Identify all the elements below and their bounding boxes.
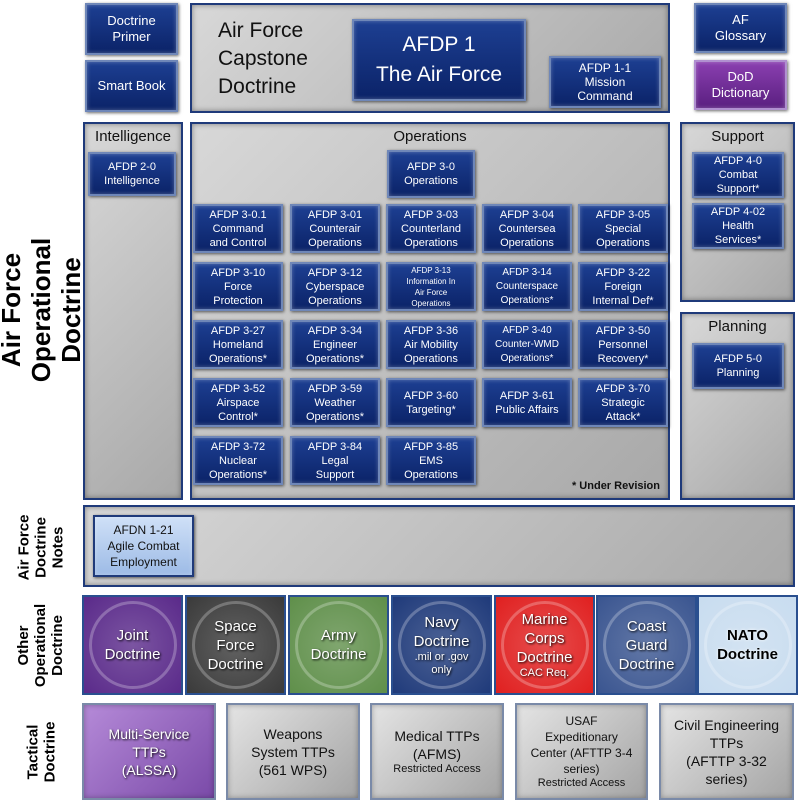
ops-doctrine-button[interactable]: AFDP 3-22 Foreign Internal Def* xyxy=(578,262,668,311)
tile-label: USAF Expeditionary Center (AFTTP 3-4 ser… xyxy=(530,714,633,776)
other-doctrine-tile[interactable]: Army Doctrine xyxy=(288,595,389,695)
tactical-tile[interactable]: Civil Engineering TTPs (AFTTP 3-32 serie… xyxy=(659,703,794,800)
ops-doctrine-button[interactable]: AFDP 3-34 Engineer Operations* xyxy=(290,320,380,369)
ops-doctrine-button[interactable]: AFDP 3-01 Counterair Operations xyxy=(290,204,380,253)
ops-doctrine-button[interactable]: AFDP 3-52 Airspace Control* xyxy=(193,378,283,427)
ops-doctrine-button[interactable]: AFDP 3-59 Weather Operations* xyxy=(290,378,380,427)
afdp-1-button[interactable]: AFDP 1 The Air Force xyxy=(352,19,526,101)
doctrine-primer-button[interactable]: Doctrine Primer xyxy=(85,3,178,55)
tile-sublabel: .mil or .gov only xyxy=(414,651,469,676)
af-glossary-button[interactable]: AF Glossary xyxy=(694,3,787,53)
seal-icon xyxy=(603,601,691,689)
tactical-tile[interactable]: Multi-Service TTPs (ALSSA) xyxy=(82,703,216,800)
afdp-5-0-button[interactable]: AFDP 5-0 Planning xyxy=(692,343,784,389)
dod-dictionary-button[interactable]: DoD Dictionary xyxy=(694,60,787,110)
ops-doctrine-button[interactable]: AFDP 3-60 Targeting* xyxy=(386,378,476,427)
tile-label: Weapons System TTPs (561 WPS) xyxy=(251,725,335,778)
other-doctrine-tile[interactable]: NATO Doctrine xyxy=(697,595,798,695)
other-doctrine-tile[interactable]: Coast Guard Doctrine xyxy=(596,595,697,695)
tile-label: Marine Corps Doctrine xyxy=(516,611,573,666)
planning-title: Planning xyxy=(708,318,767,335)
smart-book-button[interactable]: Smart Book xyxy=(85,60,178,112)
operations-title: Operations xyxy=(393,128,467,145)
tile-sublabel: CAC Req. xyxy=(519,667,570,679)
tactical-tile[interactable]: Medical TTPs (AFMS)Restricted Access xyxy=(370,703,504,800)
ops-doctrine-button[interactable]: AFDP 3-05 Special Operations xyxy=(578,204,668,253)
tile-label: Civil Engineering TTPs (AFTTP 3-32 serie… xyxy=(673,716,780,787)
tile-label: Army Doctrine xyxy=(310,627,367,663)
tactical-tile[interactable]: USAF Expeditionary Center (AFTTP 3-4 ser… xyxy=(515,703,648,800)
ops-doctrine-button[interactable]: AFDP 3-61 Public Affairs xyxy=(482,378,572,427)
afdp-4-0-button[interactable]: AFDP 4-0 Combat Support* xyxy=(692,152,784,198)
ops-doctrine-button[interactable]: AFDP 3-14 Counterspace Operations* xyxy=(482,262,572,311)
tile-label: Multi-Service TTPs (ALSSA) xyxy=(108,725,190,778)
notes-panel xyxy=(83,505,795,587)
seal-icon xyxy=(89,601,177,689)
operational-doctrine-label: Air Force Operational Doctrine xyxy=(0,237,87,383)
ops-doctrine-button[interactable]: AFDP 3-84 Legal Support xyxy=(290,436,380,485)
seal-icon xyxy=(192,601,280,689)
seal-icon xyxy=(398,601,486,689)
tile-sublabel: Restricted Access xyxy=(537,777,626,789)
ops-doctrine-button[interactable]: AFDP 3-50 Personnel Recovery* xyxy=(578,320,668,369)
seal-icon xyxy=(704,601,792,689)
support-title: Support xyxy=(711,128,764,145)
ops-doctrine-button[interactable]: AFDP 3-13 Information In Air Force Opera… xyxy=(386,262,476,311)
afdp-2-0-button[interactable]: AFDP 2-0 Intelligence xyxy=(88,152,176,196)
tile-label: Joint Doctrine xyxy=(104,627,161,663)
ops-doctrine-button[interactable]: AFDP 3-0.1 Command and Control xyxy=(193,204,283,253)
ops-doctrine-button[interactable]: AFDP 3-72 Nuclear Operations* xyxy=(193,436,283,485)
seal-icon xyxy=(295,601,383,689)
tile-label: NATO Doctrine xyxy=(717,627,778,663)
tactical-doctrine-label: Tactical Doctrine xyxy=(24,721,58,782)
planning-panel: Planning xyxy=(680,312,795,500)
ops-doctrine-button[interactable]: AFDP 3-70 Strategic Attack* xyxy=(578,378,668,427)
under-revision-note: * Under Revision xyxy=(571,480,660,492)
ops-doctrine-button[interactable]: AFDP 3-04 Countersea Operations xyxy=(482,204,572,253)
capstone-title: Air Force Capstone Doctrine xyxy=(218,19,308,98)
tile-label: Medical TTPs (AFMS) xyxy=(394,728,480,762)
afdp-1-1-button[interactable]: AFDP 1-1 Mission Command xyxy=(549,56,661,108)
tile-label: Space Force Doctrine xyxy=(207,617,264,673)
tile-sublabel: Restricted Access xyxy=(393,763,481,775)
ops-doctrine-button[interactable]: AFDP 3-03 Counterland Operations xyxy=(386,204,476,253)
ops-doctrine-button[interactable]: AFDP 3-36 Air Mobility Operations xyxy=(386,320,476,369)
ops-doctrine-button[interactable]: AFDP 3-12 Cyberspace Operations xyxy=(290,262,380,311)
ops-doctrine-button[interactable]: AFDP 3-40 Counter-WMD Operations* xyxy=(482,320,572,369)
other-doctrine-tile[interactable]: Joint Doctrine xyxy=(82,595,183,695)
afdn-1-21-button[interactable]: AFDN 1-21 Agile Combat Employment xyxy=(93,515,194,577)
afdp-4-02-button[interactable]: AFDP 4-02 Health Services* xyxy=(692,203,784,249)
ops-doctrine-button[interactable]: AFDP 3-27 Homeland Operations* xyxy=(193,320,283,369)
tactical-tile[interactable]: Weapons System TTPs (561 WPS) xyxy=(226,703,360,800)
ops-doctrine-button[interactable]: AFDP 3-85 EMS Operations xyxy=(386,436,476,485)
seal-icon xyxy=(501,601,589,689)
other-doctrine-tile[interactable]: Space Force Doctrine xyxy=(185,595,286,695)
ops-doctrine-button[interactable]: AFDP 3-10 Force Protection xyxy=(193,262,283,311)
tile-label: Navy Doctrine xyxy=(413,614,470,650)
other-doctrine-tile[interactable]: Navy Doctrine.mil or .gov only xyxy=(391,595,492,695)
other-doctrine-label: Other Operational Doctrine xyxy=(15,603,67,687)
doctrine-notes-label: Air Force Doctrine Notes xyxy=(15,514,67,580)
intelligence-title: Intelligence xyxy=(95,128,171,145)
tile-label: Coast Guard Doctrine xyxy=(618,617,675,673)
afdp-3-0-button[interactable]: AFDP 3-0 Operations xyxy=(387,150,475,198)
